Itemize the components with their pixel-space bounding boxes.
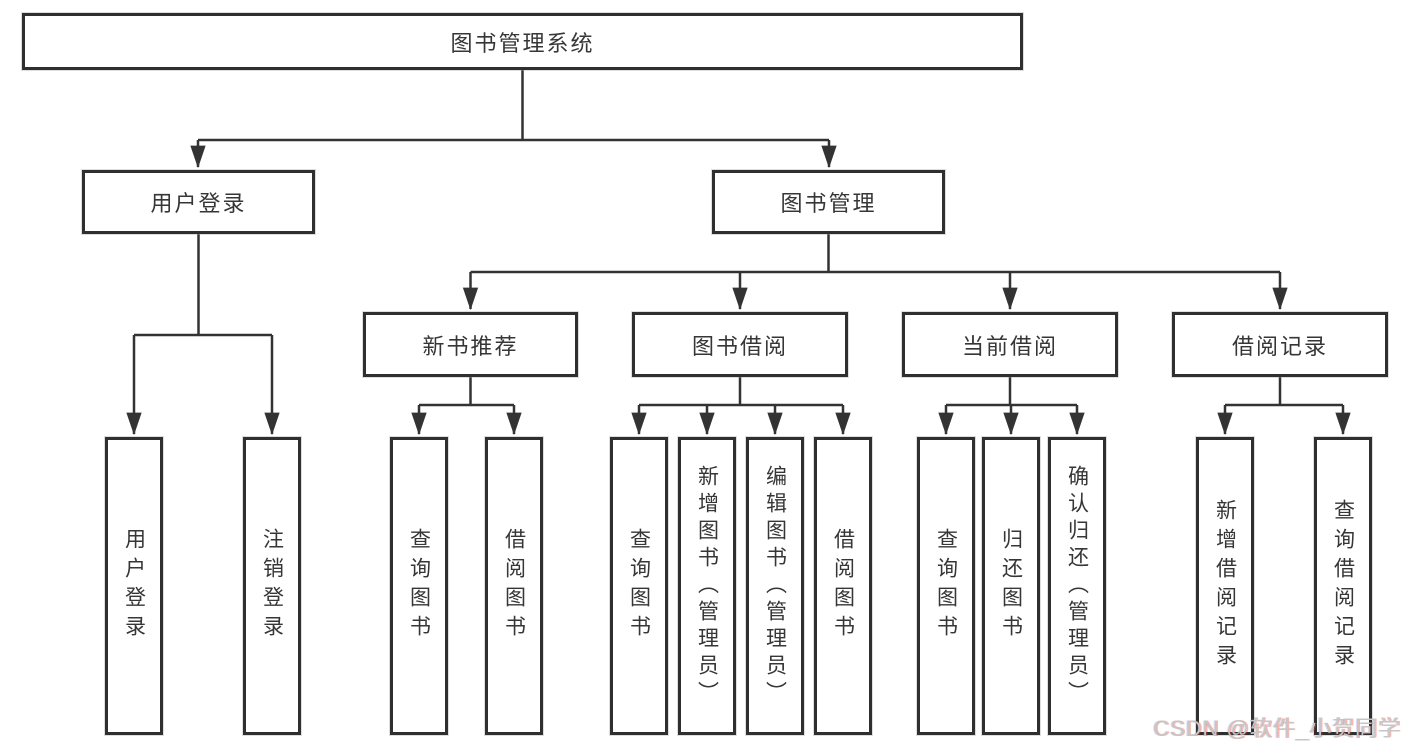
node-new-book-recommend-label: 新书推荐 [422,333,519,359]
node-borrow-records-label: 借阅记录 [1231,333,1328,359]
leaf-add-borrow-record: 新增借阅记录 [1196,437,1254,735]
leaf-query-borrow-record-label: 查询借阅记录 [1331,499,1355,673]
leaf-borrow-books-recommend: 借阅图书 [485,437,543,735]
leaf-query-borrow-record: 查询借阅记录 [1314,437,1372,735]
leaf-edit-books-admin-label: 编辑图书（管理员） [763,464,787,708]
node-borrow-records: 借阅记录 [1172,312,1388,377]
node-book-borrow-label: 图书借阅 [691,333,788,359]
node-user-login-module: 用户登录 [82,170,315,234]
leaf-logout-label: 注销登录 [260,528,284,644]
leaf-borrow-books: 借阅图书 [814,437,872,735]
leaf-add-books-admin-label: 新增图书（管理员） [695,464,719,708]
leaf-query-books-current-label: 查询图书 [934,528,958,644]
leaf-borrow-books-label: 借阅图书 [831,528,855,644]
node-current-borrow-label: 当前借阅 [961,333,1058,359]
leaf-query-books-current: 查询图书 [917,437,975,735]
leaf-add-borrow-record-label: 新增借阅记录 [1213,499,1237,673]
leaf-query-books-recommend-label: 查询图书 [407,528,431,644]
node-current-borrow: 当前借阅 [902,312,1118,377]
node-book-borrow: 图书借阅 [632,312,848,377]
node-book-management-module: 图书管理 [712,170,945,234]
leaf-query-books-borrow: 查询图书 [610,437,668,735]
node-new-book-recommend: 新书推荐 [363,312,578,377]
leaf-query-books-borrow-label: 查询图书 [627,528,651,644]
leaf-confirm-return-admin: 确认归还（管理员） [1048,437,1106,735]
leaf-return-books-label: 归还图书 [999,528,1023,644]
leaf-logout: 注销登录 [243,437,301,735]
leaf-return-books: 归还图书 [982,437,1040,735]
leaf-confirm-return-admin-label: 确认归还（管理员） [1065,464,1089,708]
node-book-management-label: 图书管理 [780,191,877,216]
leaf-borrow-books-recommend-label: 借阅图书 [502,528,526,644]
leaf-user-login-label: 用户登录 [122,528,146,644]
node-user-login-module-label: 用户登录 [150,191,247,216]
leaf-user-login: 用户登录 [105,437,163,735]
leaf-query-books-recommend: 查询图书 [390,437,448,735]
node-root-system: 图书管理系统 [22,13,1023,70]
node-root-label: 图书管理系统 [450,30,595,56]
csdn-watermark: CSDN @软件_小贺同学 [1152,716,1401,741]
leaf-edit-books-admin: 编辑图书（管理员） [746,437,804,735]
leaf-add-books-admin: 新增图书（管理员） [678,437,736,735]
